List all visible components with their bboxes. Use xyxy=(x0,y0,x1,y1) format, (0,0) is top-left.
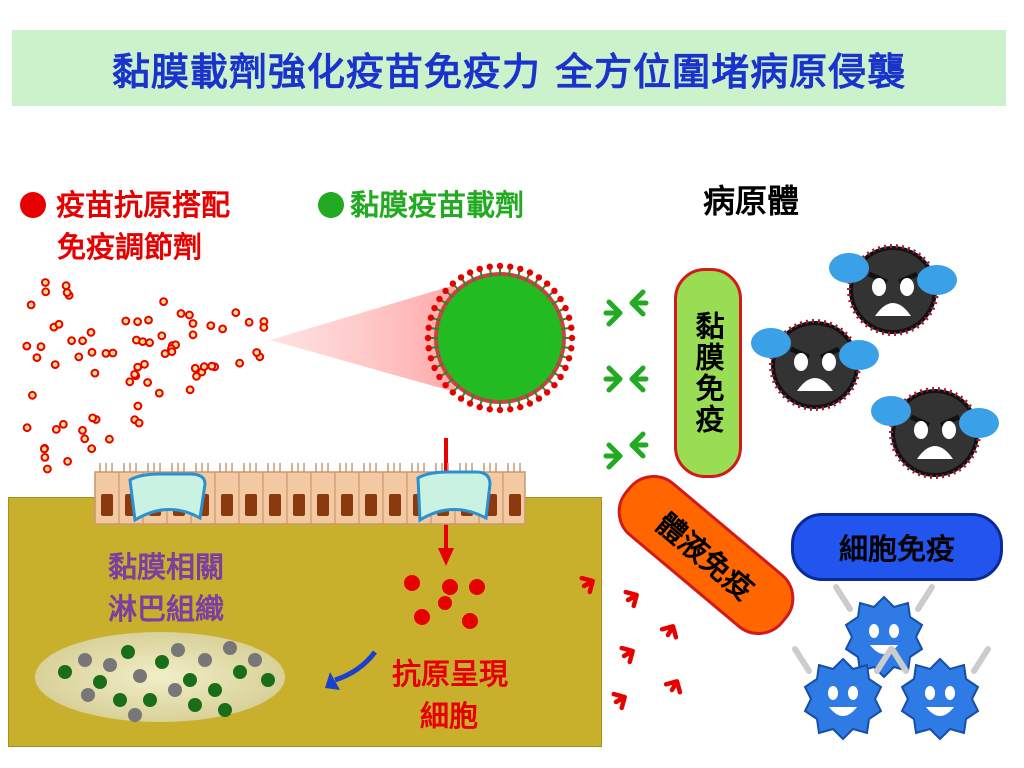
antigen-spray xyxy=(22,278,269,474)
antigen-legend-line2: 免疫調節劑 xyxy=(57,230,203,264)
mucosal-immunity-label: 黏膜免疫 xyxy=(691,311,725,435)
malt-label-line2: 淋巴組織 xyxy=(108,592,225,626)
antigen-label-line1: 疫苗抗原搭配 xyxy=(56,188,231,222)
virus-icon xyxy=(751,321,879,409)
adjuvant-dot-icon xyxy=(318,192,344,218)
title-banner: 黏膜載劑強化疫苗免疫力 全方位圍堵病原侵襲 xyxy=(12,30,1006,106)
malt-label-line1: 黏膜相關 xyxy=(108,550,225,584)
nanoparticle-icon xyxy=(424,262,576,414)
epithelium-icon xyxy=(94,463,526,525)
page-title: 黏膜載劑強化疫苗免疫力 全方位圍堵病原侵襲 xyxy=(111,49,907,94)
antigen-dot-icon xyxy=(20,192,46,218)
mucosal-antibodies-icon xyxy=(606,292,646,467)
antigen-legend: 疫苗抗原搭配 xyxy=(20,186,230,224)
adjuvant-legend: 黏膜疫苗載劑 xyxy=(318,186,524,224)
apc-label-line2: 細胞 xyxy=(420,699,479,733)
lymphoid-follicle-icon xyxy=(35,632,285,722)
cellular-immunity-label: 細胞免疫 xyxy=(838,532,955,566)
humoral-antibodies-icon xyxy=(580,574,684,709)
adjuvant-label: 黏膜疫苗載劑 xyxy=(350,188,525,222)
mucosal-immunity-badge: 黏膜免疫 xyxy=(674,268,742,478)
spray-cone xyxy=(270,285,455,392)
virus-icon xyxy=(829,246,957,334)
apc-label-line1: 抗原呈現 xyxy=(392,657,509,691)
curved-arrow-icon xyxy=(325,650,377,690)
cellular-immunity-badge: 細胞免疫 xyxy=(791,513,1003,581)
pathogen-label: 病原體 xyxy=(703,182,800,220)
antigen-presenting-cells-icon xyxy=(404,575,485,629)
virus-icon xyxy=(871,389,999,477)
